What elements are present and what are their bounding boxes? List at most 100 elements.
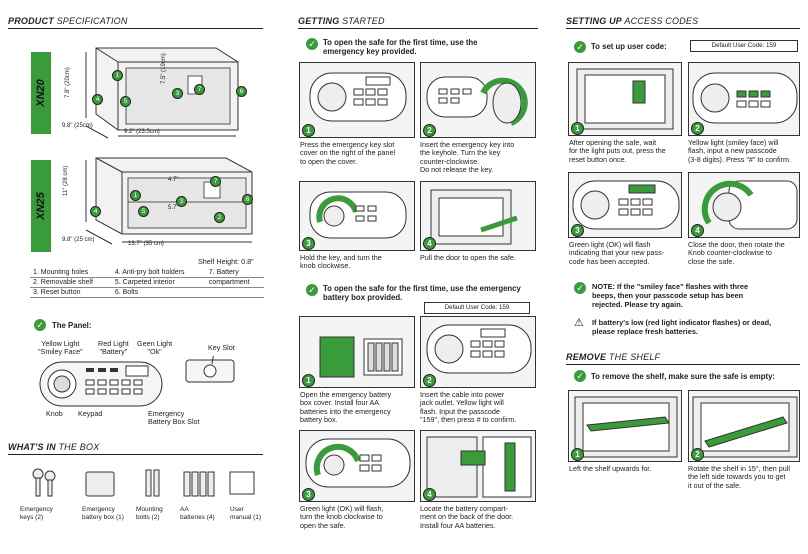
battery-step-4-image — [420, 430, 536, 502]
xn25-height-label: 11" (28 cm) — [63, 165, 69, 196]
divider — [298, 28, 538, 29]
box-item-keys: Emergency keys (2) — [20, 506, 53, 522]
check-icon: ✓ — [574, 41, 586, 53]
setup-step-4-text: Close the door, then rotate the Knob cou… — [688, 240, 785, 266]
callout-6: 6 — [242, 194, 253, 205]
check-icon: ✓ — [574, 282, 586, 294]
callout-3: 3 — [176, 196, 187, 207]
callout-4: 4 — [92, 94, 103, 105]
step-number: 1 — [571, 122, 584, 135]
check-icon: ✓ — [574, 370, 586, 382]
callout-7: 7 — [194, 84, 205, 95]
key-slot-label: Key Slot — [208, 343, 235, 352]
battery-step-2-image — [420, 316, 536, 388]
xn20-safe-diagram — [85, 47, 239, 139]
check-icon: ✓ — [306, 284, 318, 296]
shelf-height: Shelf Height: 0.8" — [198, 257, 254, 266]
panel-title: The Panel: — [52, 321, 92, 330]
xn25-depth-label: 9.8" (25 cm) — [62, 237, 95, 243]
battery-step-4-text: Locate the battery compart- ment on the … — [420, 504, 514, 530]
callout-1: 1 — [130, 190, 141, 201]
key-step-3-text: Hold the key, and turn the knob clockwis… — [300, 253, 382, 271]
note-battery: If battery's low (red light indicator fl… — [592, 318, 772, 336]
box-item-manual: User manual (1) — [230, 506, 262, 522]
key-step-4-image — [420, 181, 536, 251]
step-number: 3 — [302, 488, 315, 501]
xn25-width-label: 13.7" (35 cm) — [128, 241, 164, 247]
divider — [8, 454, 263, 455]
shelf-step-2-text: Rotate the shelf in 15°, then pull the l… — [688, 464, 790, 490]
step-number: 2 — [691, 122, 704, 135]
step-number: 2 — [423, 124, 436, 137]
green-light-label: Geen Light "Ok" — [137, 339, 173, 357]
xn25-inner1-label: 4.7" — [168, 177, 179, 183]
box-item-bolts: Mounting bolts (2) — [136, 506, 163, 522]
battery-step-1-text: Open the emergency battery box cover. In… — [300, 390, 392, 425]
step-number: 1 — [302, 374, 315, 387]
box-contents-icons — [32, 468, 255, 497]
battery-step-1-image — [299, 316, 415, 388]
remove-shelf-title: To remove the shelf, make sure the safe … — [591, 372, 776, 381]
shelf-step-1-image — [568, 390, 682, 462]
knob-label: Knob — [46, 409, 63, 418]
divider — [8, 28, 263, 29]
shelf-step-2-image — [688, 390, 800, 462]
setup-title: To set up user code: — [591, 42, 667, 51]
divider — [566, 364, 800, 365]
box-item-battery-box: Emergency battery box (1) — [82, 506, 124, 522]
yellow-light-label: Yellow Light "Smiley Face" — [38, 339, 83, 357]
callout-2: 2 — [214, 212, 225, 223]
callout-4: 4 — [90, 206, 101, 217]
model-tag-xn25: XN25 — [31, 160, 51, 252]
xn20-width-label: 9.2" (23.5cm) — [124, 129, 160, 135]
setup-step-3-text: Green light (OK) will flash indicating t… — [569, 240, 665, 266]
battery-step-2-text: Insert the cable into power jack outlet.… — [420, 390, 517, 425]
setup-step-2-image — [688, 62, 800, 136]
setup-step-1-image — [568, 62, 682, 136]
callout-5: 5 — [120, 96, 131, 107]
red-light-label: Red Light "Battery" — [98, 339, 129, 357]
step-number: 1 — [302, 124, 315, 137]
model-tag-xn20: XN20 — [31, 52, 51, 134]
battery-warning-icon: ⚠ — [574, 317, 584, 329]
default-code-badge: Default User Code: 159 — [690, 40, 798, 52]
xn20-depth-label: 9.8" (25cm) — [62, 123, 93, 129]
battery-step-3-text: Green light (OK) will flash, turn the kn… — [300, 504, 384, 530]
xn25-inner2-label: 5.7" — [168, 205, 179, 211]
note-rejected: NOTE: If the "smiley face" flashes with … — [592, 282, 749, 309]
getting-started-header: GETTING STARTED — [298, 16, 385, 26]
step-number: 4 — [423, 488, 436, 501]
remove-shelf-header: REMOVE THE SHELF — [566, 352, 661, 362]
callout-3: 3 — [172, 88, 183, 99]
setting-up-header: SETTING UP ACCESS CODES — [566, 16, 699, 26]
key-step-4-text: Pull the door to open the safe. — [420, 253, 516, 262]
key-method-title: To open the safe for the first time, use… — [323, 38, 478, 56]
battery-step-3-image — [299, 430, 415, 502]
default-code-badge: Default User Code: 159 — [424, 302, 530, 314]
setup-step-2-text: Yellow light (smiley face) will flash, i… — [688, 138, 791, 164]
key-step-2-image — [420, 62, 536, 138]
step-number: 4 — [423, 237, 436, 250]
shelf-step-1-text: Left the shelf upwards for. — [569, 464, 652, 473]
step-number: 1 — [571, 448, 584, 461]
product-spec-header: PRODUCT SPECIFICATION — [8, 16, 128, 26]
callout-5: 5 — [138, 206, 149, 217]
key-step-3-image — [299, 181, 415, 251]
key-step-2-text: Insert the emergency key into the keyhol… — [420, 140, 515, 175]
setup-step-4-image — [688, 172, 800, 238]
battery-method-title: To open the safe for the first time, use… — [323, 284, 521, 302]
step-number: 3 — [571, 224, 584, 237]
divider — [566, 28, 800, 29]
setup-step-1-text: After opening the safe, wait for the lig… — [569, 138, 666, 164]
xn20-height-label: 7.8" (20cm) — [65, 67, 71, 98]
control-panel-diagram — [39, 356, 235, 407]
battery-slot-label: Emergency Battery Box Slot — [148, 409, 200, 427]
setup-step-3-image — [568, 172, 682, 238]
step-number: 4 — [691, 224, 704, 237]
callout-6: 6 — [236, 86, 247, 97]
check-icon: ✓ — [34, 319, 46, 331]
key-step-1-image — [299, 62, 415, 138]
box-header: WHAT'S IN THE BOX — [8, 442, 100, 452]
keypad-label: Keypad — [78, 409, 103, 418]
